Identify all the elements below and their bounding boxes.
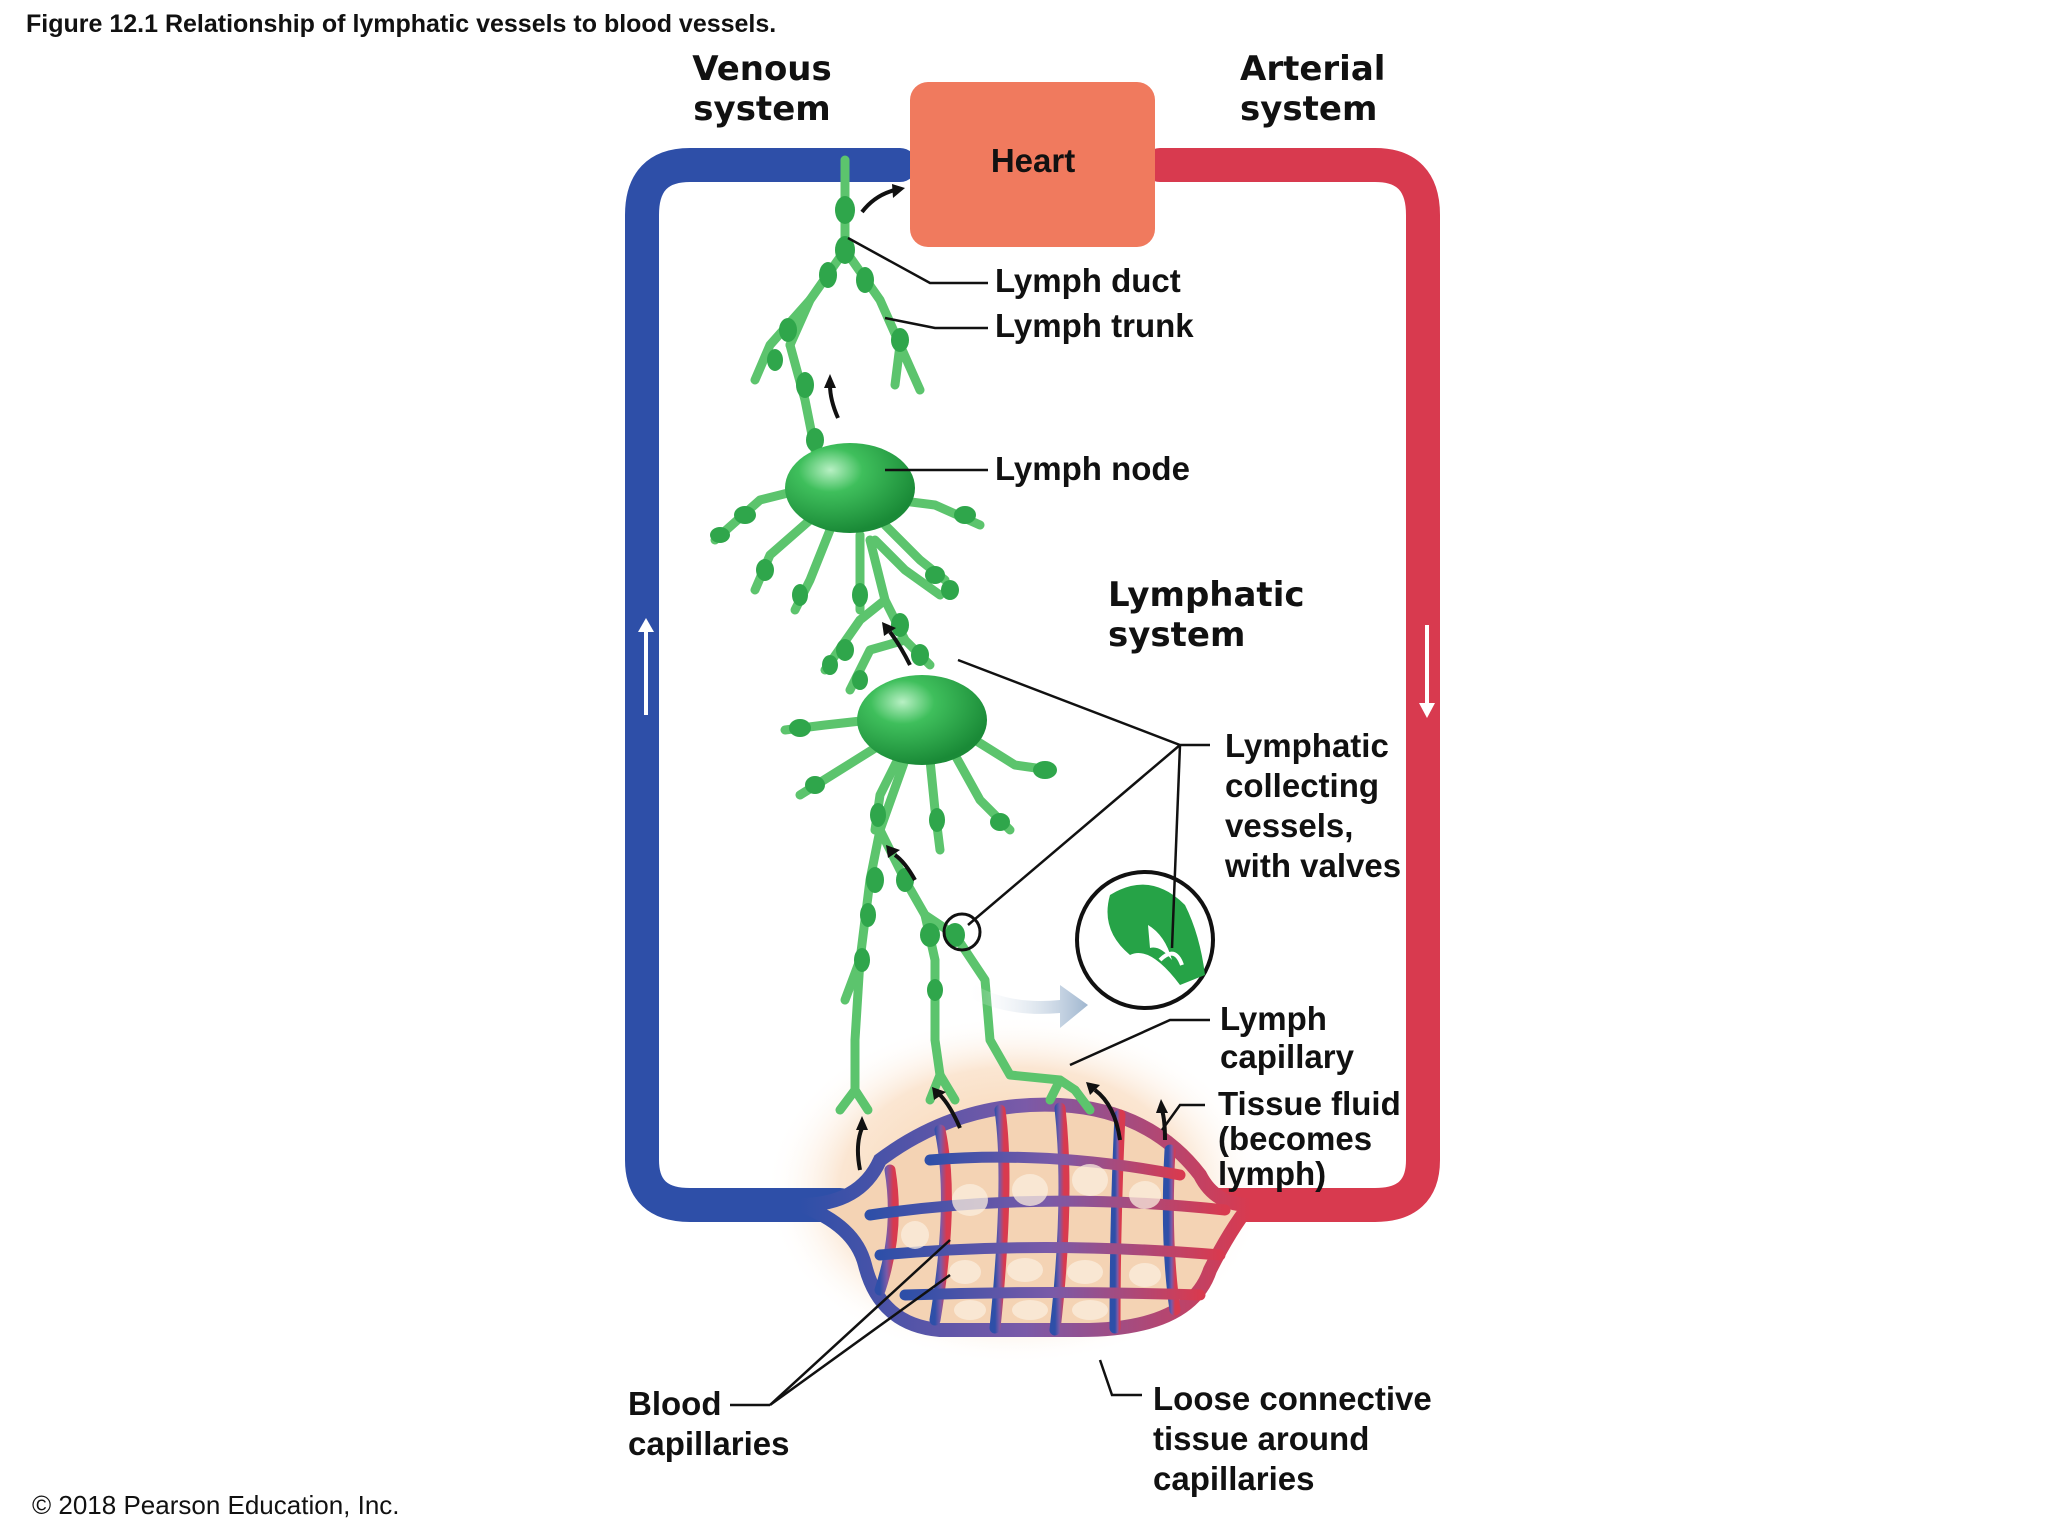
label-loose-line1: Loose connective <box>1153 1380 1432 1417</box>
label-blood-line2: capillaries <box>628 1425 789 1462</box>
lymphatic-header-line1: Lymphatic <box>1108 575 1305 615</box>
arterial-flow-arrow-icon <box>1419 625 1435 718</box>
lower-lymph-node <box>857 675 987 765</box>
label-loose-line2: tissue around <box>1153 1420 1369 1457</box>
label-capillary-line2: capillary <box>1220 1038 1355 1075</box>
label-blood-line1: Blood <box>628 1385 721 1422</box>
label-collecting-line3: vessels, <box>1225 807 1353 844</box>
label-lymph-node: Lymph node <box>995 450 1190 487</box>
label-loose-line3: capillaries <box>1153 1460 1314 1497</box>
label-lymph-duct: Lymph duct <box>995 262 1181 299</box>
label-tissue-line2: (becomes <box>1218 1120 1372 1157</box>
label-tissue-line3: lymph) <box>1218 1155 1326 1192</box>
upper-lymph-node <box>785 443 915 533</box>
figure-caption: Figure 12.1 Relationship of lymphatic ve… <box>26 10 777 38</box>
valve-highlight-circle <box>942 912 982 952</box>
magnify-arrow-icon <box>965 985 1088 1028</box>
magnified-valve <box>1075 870 1215 1010</box>
venous-header-line2: system <box>693 89 830 129</box>
label-collecting-line2: collecting <box>1225 767 1379 804</box>
label-capillary-line1: Lymph <box>1220 1000 1327 1037</box>
arterial-vessel <box>1143 148 1440 1222</box>
heart-box <box>910 82 1155 247</box>
label-lymph-trunk: Lymph trunk <box>995 307 1194 344</box>
venous-vessel <box>625 148 917 1222</box>
venous-flow-arrow-icon <box>638 618 654 715</box>
heart-label: Heart <box>991 142 1075 179</box>
copyright-notice: © 2018 Pearson Education, Inc. <box>32 1490 400 1520</box>
label-collecting-line4: with valves <box>1224 847 1401 884</box>
arterial-header-line2: system <box>1240 89 1377 129</box>
label-tissue-line1: Tissue fluid <box>1218 1085 1401 1122</box>
leader-lines <box>730 236 1210 1407</box>
arterial-header-line1: Arterial <box>1240 49 1385 89</box>
lymphatic-header-line2: system <box>1108 615 1245 655</box>
venous-header-line1: Venous <box>692 49 832 89</box>
label-collecting-line1: Lymphatic <box>1225 727 1389 764</box>
lymph-flow-arrowheads <box>824 184 1168 1130</box>
